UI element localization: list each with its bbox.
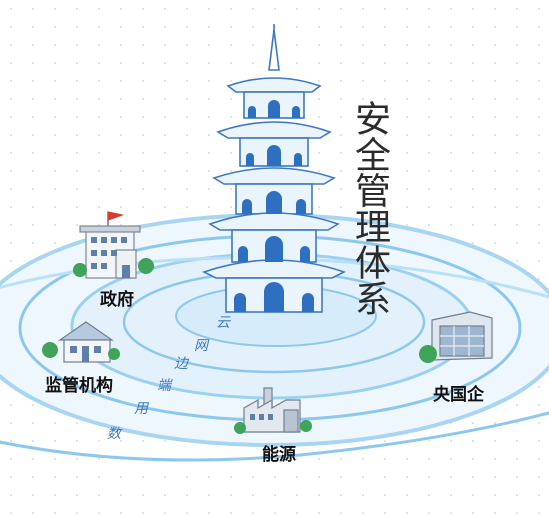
tree-icon [42, 342, 58, 358]
regulator-building-icon [42, 321, 120, 363]
pagoda-windows [234, 100, 314, 312]
flag-icon [107, 211, 125, 221]
tree-icon [138, 258, 154, 274]
flow-char: 数 [107, 426, 121, 442]
label-energy: 能源 [262, 445, 296, 465]
flow-char: 边 [174, 356, 188, 372]
system-title: 安全管理体系 [349, 100, 390, 316]
tree-icon [234, 422, 246, 434]
flow-char: 端 [157, 378, 171, 394]
pagoda-icon [201, 24, 347, 313]
tree-icon [419, 345, 437, 363]
label-soe: 央国企 [433, 385, 484, 405]
flow-char: 用 [134, 401, 148, 417]
tree-icon [108, 348, 120, 360]
label-government: 政府 [100, 290, 134, 310]
office-building-icon [419, 311, 493, 363]
flow-char: 网 [194, 338, 208, 354]
ripple-rings [0, 213, 549, 462]
flow-char: 云 [216, 315, 230, 331]
label-regulator: 监管机构 [45, 376, 113, 396]
government-building-icon [73, 211, 154, 279]
tree-icon [300, 420, 312, 432]
tree-icon [73, 263, 87, 277]
factory-icon [234, 387, 312, 434]
